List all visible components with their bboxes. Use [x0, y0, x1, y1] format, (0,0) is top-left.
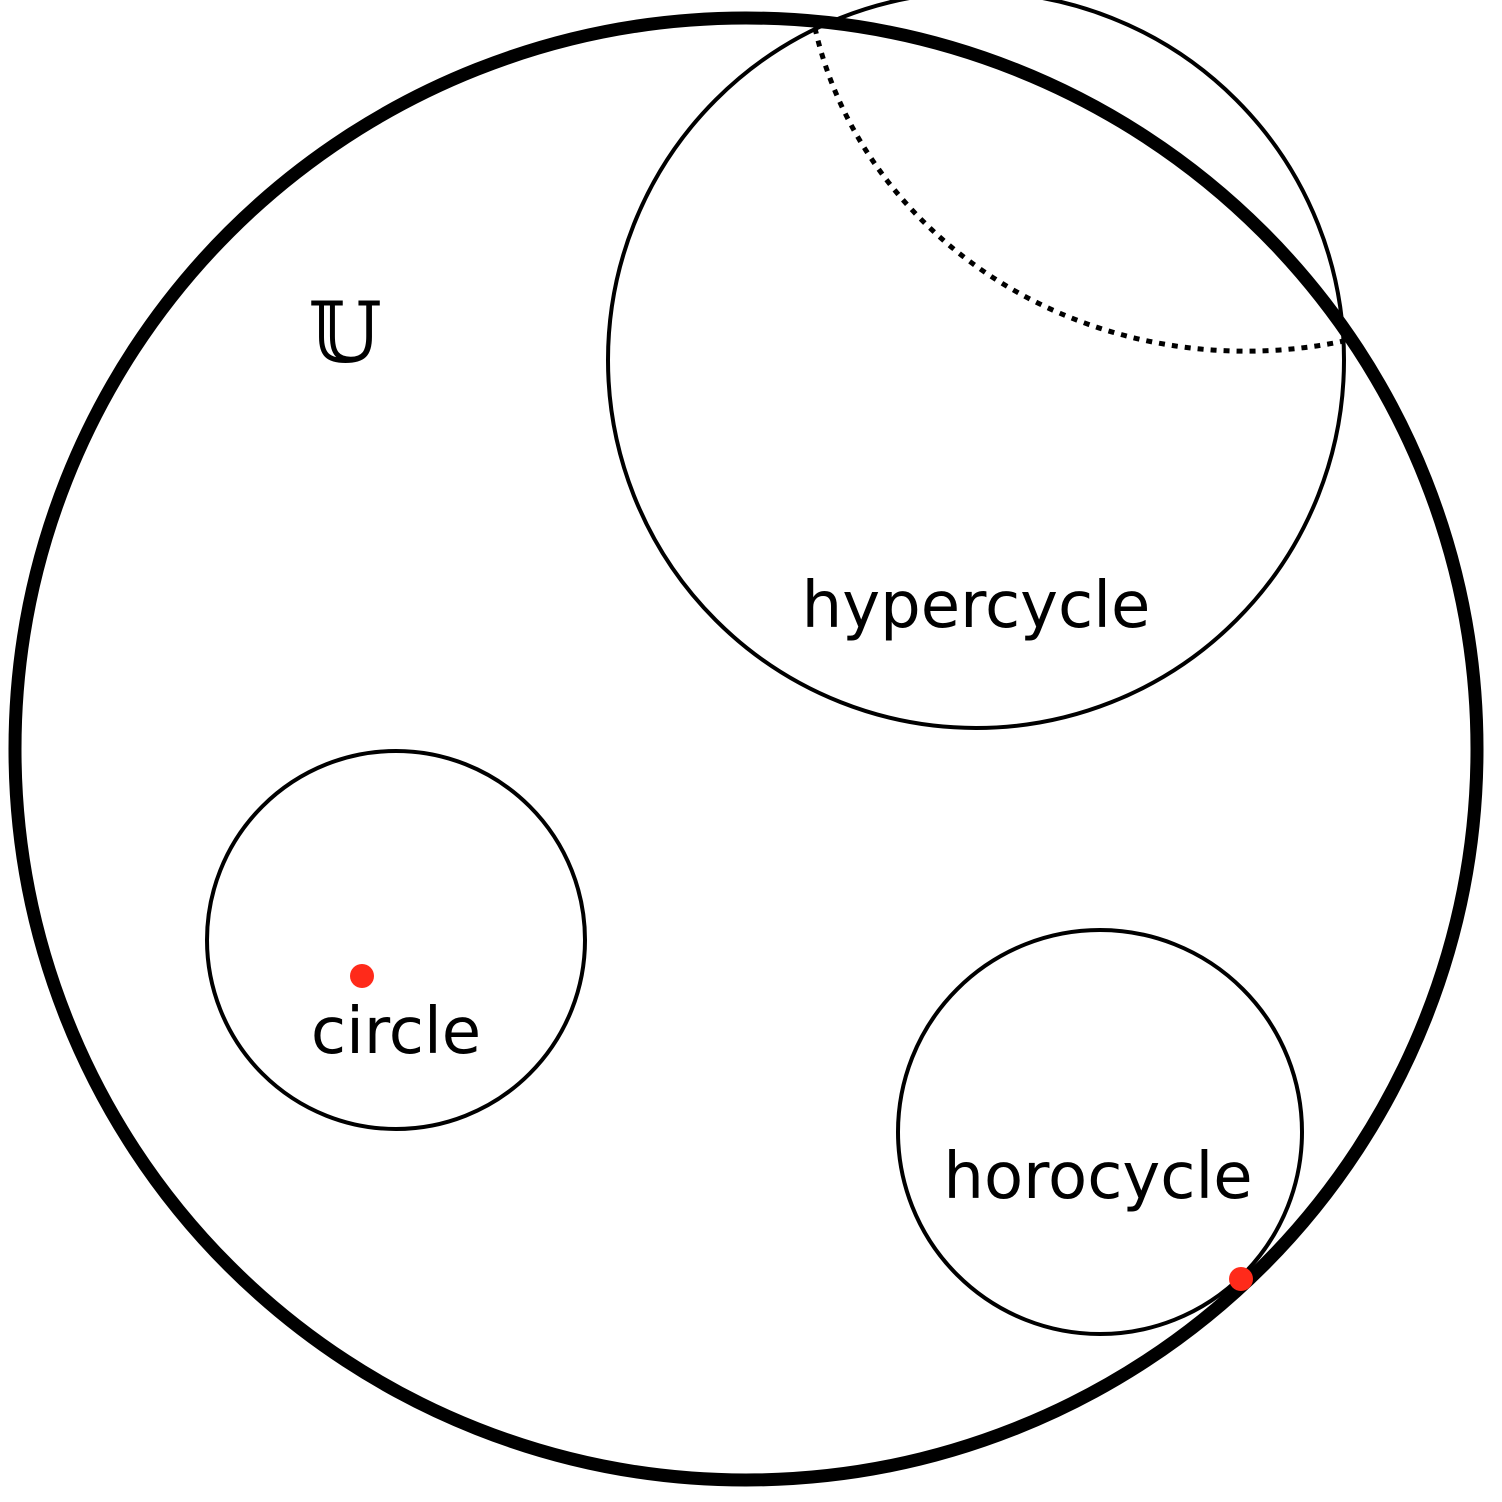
unit-disk-boundary — [8, 11, 1484, 1487]
hypercycle-label: hypercycle — [802, 569, 1151, 643]
horocycle-label: horocycle — [943, 1140, 1252, 1214]
circle-center-point — [350, 964, 374, 988]
disk-symbol: 𝕌 — [308, 284, 381, 382]
hypercycle-circle — [606, 0, 1346, 730]
circle-shape — [205, 749, 587, 1131]
horocycle-ideal-point — [1229, 1267, 1253, 1291]
circle-label: circle — [311, 995, 481, 1069]
horocycle-shape — [896, 928, 1304, 1336]
geodesic-dotted-arc — [812, 27, 1345, 354]
